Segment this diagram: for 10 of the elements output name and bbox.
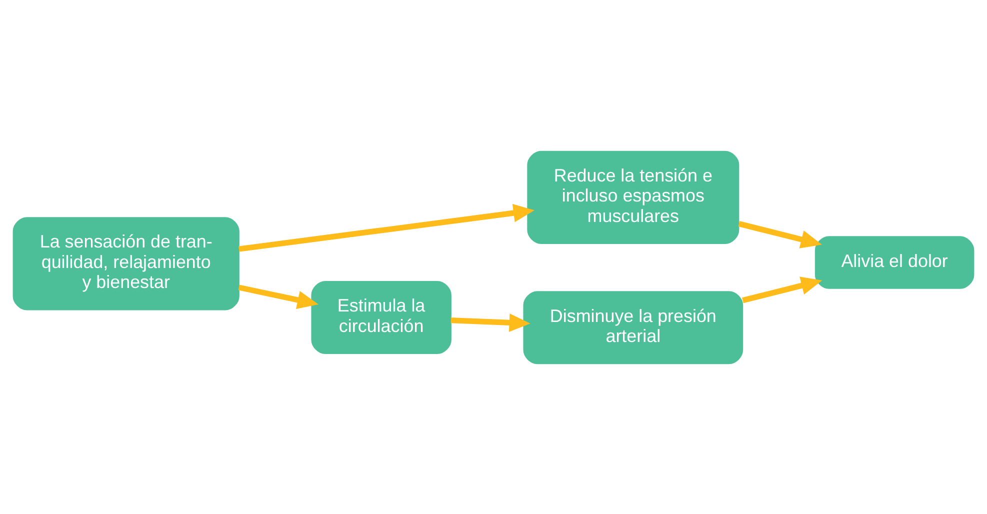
- arrow: [238, 284, 318, 308]
- node-box: La sensación de tran- quilidad, relajamiento y bienestar: [12, 216, 240, 310]
- node-box: Reduce la tensión e incluso espasmos musculares: [527, 150, 740, 244]
- arrow: [742, 276, 822, 303]
- arrow: [738, 220, 822, 248]
- arrow: [450, 312, 530, 332]
- arrow: [238, 203, 534, 252]
- node-box: Disminuye la presión arterial: [523, 290, 744, 364]
- node-box: Estimula la circulación: [311, 280, 452, 354]
- node-box: Alivia el dolor: [814, 236, 974, 288]
